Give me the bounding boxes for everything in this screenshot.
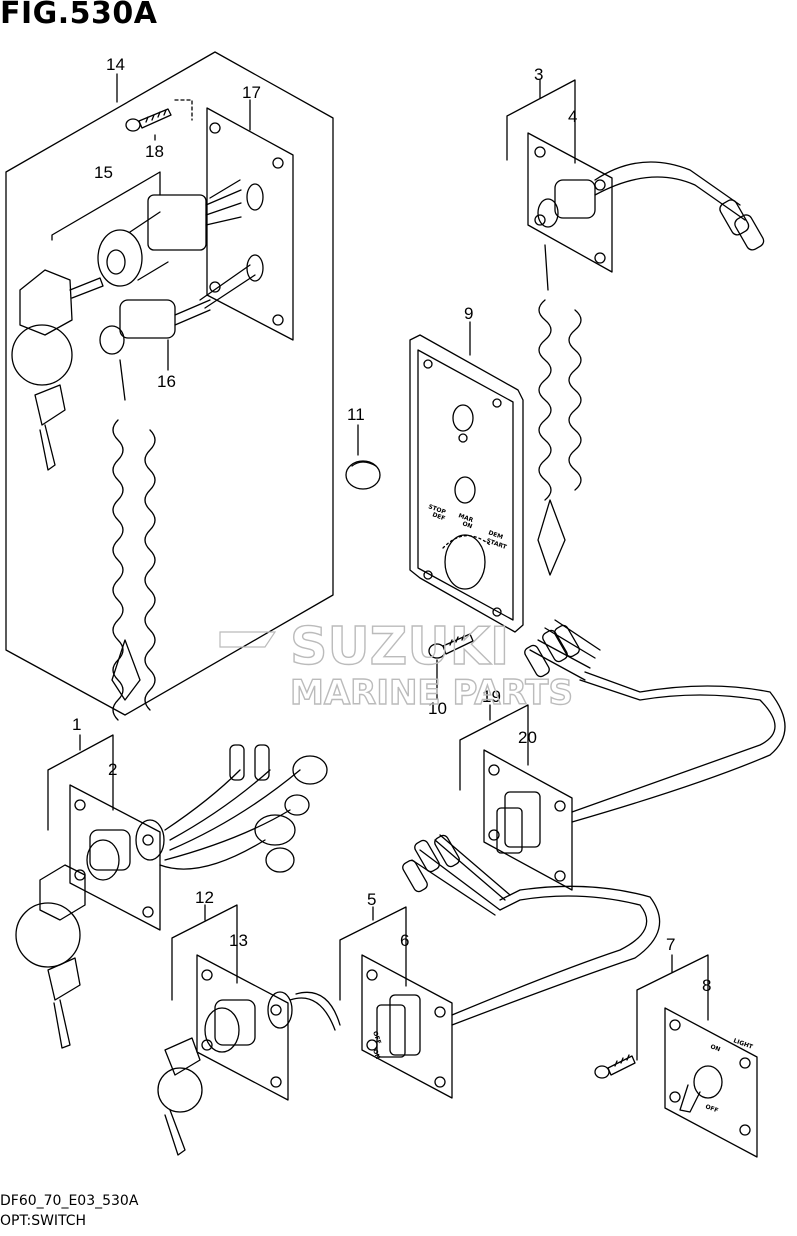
figure-code: DF60_70_E03_530A [0, 1193, 139, 1209]
leader-19 [459, 704, 529, 791]
switch-label-on: ON [371, 1048, 381, 1060]
callout-13: 13 [229, 931, 248, 950]
rocker-switch-20 [483, 619, 786, 891]
light-label-on: ON [709, 1043, 721, 1053]
figure-name: OPT:SWITCH [0, 1213, 87, 1229]
callout-6: 6 [400, 931, 409, 950]
leader-3 [506, 79, 576, 164]
plug-11 [345, 460, 381, 490]
callout-4: 4 [568, 107, 577, 126]
rocker-switch-6 [361, 834, 661, 1099]
key-switch-13 [157, 954, 341, 1156]
callout-9: 9 [464, 304, 473, 323]
callout-1: 1 [72, 715, 81, 734]
leader-1 [47, 734, 114, 831]
callout-11: 11 [347, 405, 365, 424]
leader-5 [339, 906, 407, 1001]
key-icon [15, 864, 86, 1049]
panel-label-dem: DEM [487, 529, 504, 541]
light-switch-8 [664, 1007, 758, 1158]
panel-label-mar: MAR [457, 512, 474, 524]
screw-icon [125, 108, 172, 132]
key-icon [11, 269, 104, 471]
panel-label-stop-sub: DEF [431, 511, 446, 522]
leader-15 [51, 171, 161, 241]
ignition-switch-15 [97, 179, 256, 309]
stop-switch-16 [99, 299, 211, 721]
screw-icon [594, 1054, 636, 1079]
callout-18: 18 [145, 142, 164, 161]
screw-10-icon [428, 633, 474, 659]
callout-5: 5 [367, 890, 376, 909]
callout-3: 3 [534, 65, 543, 84]
panel-label-on: ON [461, 520, 473, 530]
switch-label-off: OFF [371, 1030, 382, 1045]
callout-17: 17 [242, 83, 261, 102]
panel-box-outline [5, 51, 334, 716]
light-label: LIGHT [732, 1037, 754, 1051]
callout-16: 16 [157, 372, 176, 391]
callout-7: 7 [666, 935, 675, 954]
callout-10: 10 [428, 699, 447, 718]
leader-12 [171, 904, 238, 1001]
leader-7 [636, 954, 709, 1061]
figure-title: FIG.530A [0, 0, 158, 31]
switch-panel-9 [409, 334, 524, 633]
callout-19: 19 [482, 687, 501, 706]
callout-20: 20 [518, 728, 537, 747]
leader-18b [174, 99, 193, 121]
callout-12: 12 [195, 888, 214, 907]
callout-2: 2 [108, 760, 117, 779]
callout-14: 14 [106, 55, 125, 74]
panel-label-start: START [485, 537, 508, 551]
callout-8: 8 [702, 976, 711, 995]
stop-switch-plate-4 [527, 132, 765, 576]
light-label-off: OFF [704, 1103, 719, 1114]
callout-15: 15 [94, 163, 113, 182]
main-switch-2 [69, 744, 328, 931]
panel-plate-17 [206, 107, 294, 341]
